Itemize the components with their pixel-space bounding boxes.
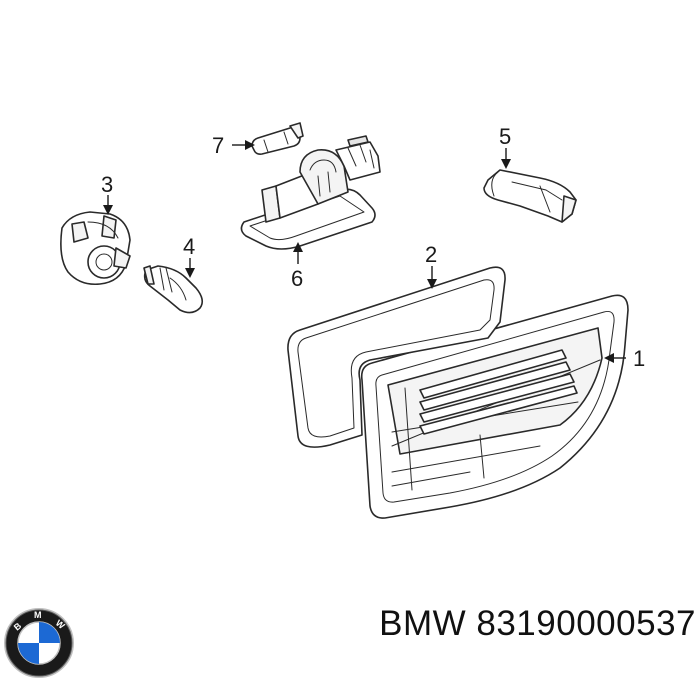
- part-7-festoon-bulb: [251, 122, 304, 155]
- part-3-bulb-socket: [60, 211, 131, 286]
- logo-letter-b: B: [12, 620, 24, 632]
- arrowhead-4: [185, 268, 195, 278]
- arrowhead-5: [501, 159, 511, 169]
- callout-4: 4: [183, 234, 195, 259]
- callout-6: 6: [291, 266, 303, 291]
- logo-quadrant-blue-1: [39, 622, 60, 643]
- arrowhead-2: [427, 279, 437, 289]
- logo-quadrant-blue-2: [18, 643, 39, 664]
- brand-name: BMW: [379, 604, 467, 643]
- arrowhead-3: [103, 205, 113, 215]
- part-6-socket-housing: [240, 135, 381, 250]
- callout-5: 5: [499, 124, 511, 149]
- callout-7: 7: [212, 133, 224, 158]
- leader-lines: [103, 140, 626, 363]
- callout-1: 1: [633, 346, 645, 371]
- part-number: 83190000537: [476, 604, 696, 643]
- arrowhead-6: [293, 242, 303, 252]
- logo-letter-m: M: [34, 610, 42, 620]
- part-2-gasket: [287, 266, 506, 448]
- part-number-caption: BMW 83190000537: [312, 604, 696, 644]
- callout-labels: 1 2 3 4 5 6 7: [101, 124, 645, 371]
- part-4-bulb: [143, 265, 204, 314]
- part-1-lamp-housing: [360, 294, 629, 519]
- bmw-roundel-icon: B M W: [4, 608, 74, 678]
- part-5-socket-connector: [483, 169, 577, 223]
- arrowhead-1: [604, 353, 614, 363]
- callout-3: 3: [101, 172, 113, 197]
- callout-2: 2: [425, 242, 437, 267]
- arrowhead-7: [245, 140, 255, 150]
